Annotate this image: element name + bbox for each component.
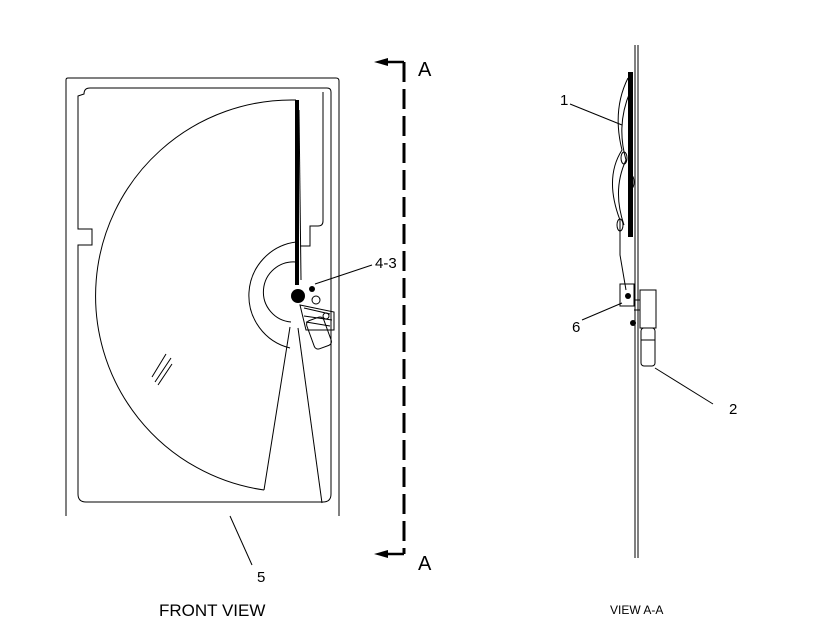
front-view: 4-3 5 FRONT VIEW [65,77,397,620]
glass-reflection [157,363,173,386]
callout-6: 6 [572,319,580,336]
motor-housing [306,316,332,350]
wiper-blade [295,100,299,285]
glass-inner-outline [77,87,332,503]
section-view: 1 6 2 VIEW A-A [560,45,737,617]
wiper-sweep-edge [263,326,291,491]
section-view-caption: VIEW A-A [610,603,663,617]
callout-leader-1 [569,103,623,126]
callout-2: 2 [729,401,737,418]
glass-reflection [151,353,167,378]
section-label-bottom: A [418,553,432,575]
glass-reflection [154,357,172,383]
side-wiper-blade [628,72,633,237]
pivot-nut [309,286,315,292]
wiper-sweep-arc [95,99,297,491]
section-marker: A A [374,58,432,575]
hub-arc-inner [262,261,297,323]
section-label-top: A [418,59,432,81]
callout-5: 5 [257,569,265,586]
callout-leader-5 [229,515,253,566]
callout-leader-4-3 [314,264,373,285]
front-view-caption: FRONT VIEW [159,601,265,620]
side-motor-assembly [619,283,657,367]
hub-arc [248,241,297,349]
side-wiper-arm [611,77,629,291]
wiper-sweep-edge-right [297,327,323,504]
wiper-pivot-hub [291,289,305,303]
callout-leader-2 [654,367,714,405]
callout-4-3: 4-3 [375,255,397,272]
callout-1: 1 [560,92,568,109]
window-outer-frame [65,77,340,516]
wiper-motor-assembly [291,286,335,350]
callout-leader-6 [581,302,623,321]
section-arrow-bottom [374,550,388,558]
wiper-arm [298,109,302,281]
side-motor-cylinder [640,327,656,367]
section-arrow-top [374,58,388,66]
panel-step [300,92,324,247]
